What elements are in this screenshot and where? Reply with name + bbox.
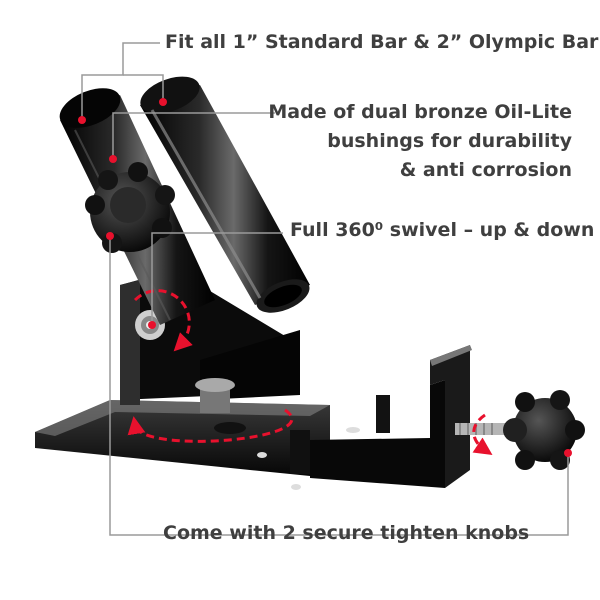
callout-swivel: Full 360⁰ swivel – up & down [290, 219, 595, 241]
callout-markers [78, 98, 572, 457]
base-plate [35, 400, 330, 478]
callout-bushings-line-2: bushings for durability [327, 130, 572, 152]
clamp-rotation-arrow [472, 413, 493, 455]
clamp-bracket [257, 345, 472, 490]
base-swivel-bolt [195, 378, 246, 434]
marker-dot [78, 116, 86, 124]
base-rotation-arrow [127, 408, 294, 443]
callout-bushings-line-1: Made of dual bronze Oil-Lite [268, 101, 572, 123]
marker-dot [159, 98, 167, 106]
marker-dot [564, 449, 572, 457]
marker-dot [109, 155, 117, 163]
callout-bar-fit: Fit all 1” Standard Bar & 2” Olympic Bar [165, 31, 599, 53]
leader-lines [81, 42, 569, 536]
marker-dot [106, 232, 114, 240]
callout-bushings-line-3: & anti corrosion [399, 159, 572, 181]
clamp-knob [455, 390, 585, 470]
marker-dot [148, 321, 156, 329]
callout-knobs: Come with 2 secure tighten knobs [163, 522, 530, 544]
rotation-arrows [127, 289, 493, 455]
tilt-rotation-arrow [133, 289, 193, 352]
callout-bushings: Made of dual bronze Oil-Lite bushings fo… [268, 98, 572, 185]
